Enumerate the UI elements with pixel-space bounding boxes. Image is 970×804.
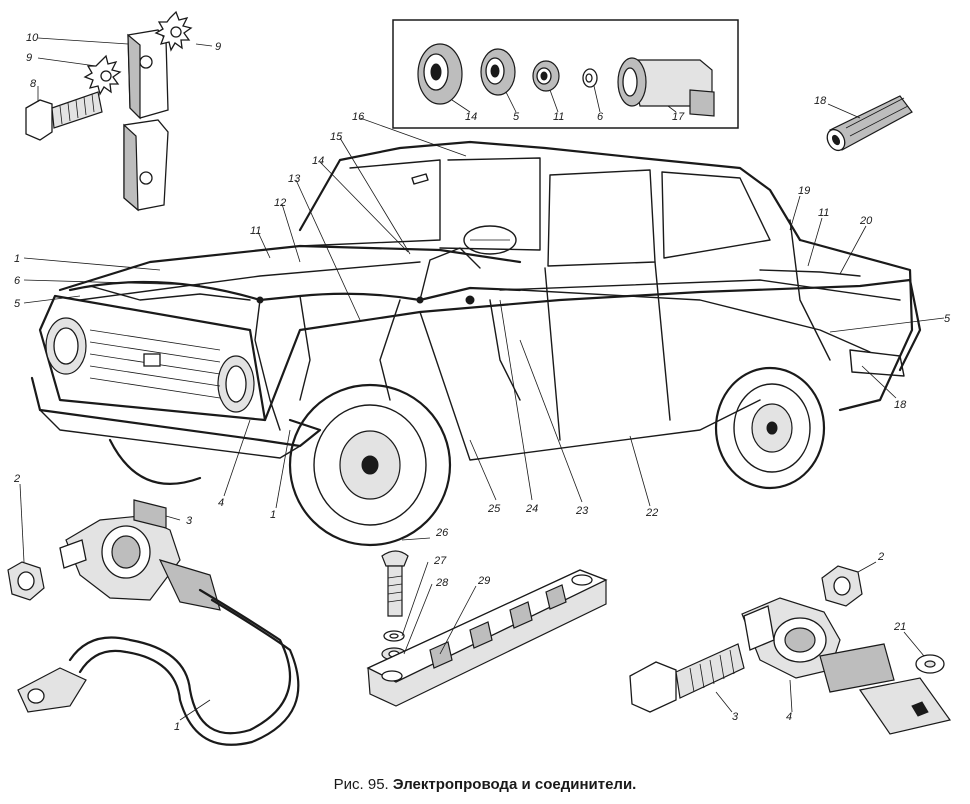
callout-14-box: 14: [465, 111, 477, 123]
callout-3-right: 3: [732, 711, 739, 723]
callout-27: 27: [433, 555, 447, 567]
callout-2-right: 2: [877, 551, 884, 563]
callout-13: 13: [288, 173, 301, 185]
callout-20: 20: [859, 215, 873, 227]
callout-4-car: 4: [218, 497, 224, 509]
battery-cable-assembly: [7, 483, 300, 746]
figure-title: Электропровода и соединители.: [392, 776, 637, 793]
callout-18-top: 18: [814, 95, 827, 107]
callout-16: 16: [352, 111, 365, 123]
callout-1-top: 1: [14, 253, 20, 265]
callout-21: 21: [893, 621, 906, 633]
callout-25: 25: [487, 503, 501, 515]
callout-1-cable: 1: [174, 721, 180, 733]
callout-6-box: 6: [597, 111, 604, 123]
callout-18-right: 18: [894, 399, 907, 411]
car-leader-lines: [23, 117, 945, 509]
callout-11-left: 11: [250, 225, 261, 237]
figure-caption: Рис. 95. Электропровода и соединители.: [0, 776, 970, 793]
grommets-panel: [392, 19, 739, 129]
callout-4-right: 4: [786, 711, 792, 723]
callout-5-box: 5: [513, 111, 520, 123]
callout-28: 28: [435, 577, 449, 589]
figure-number: Рис. 95.: [333, 776, 389, 793]
callout-15: 15: [330, 131, 343, 143]
callout-1-car: 1: [270, 509, 276, 521]
callout-22: 22: [645, 507, 658, 519]
callout-10: 10: [26, 32, 39, 44]
protective-sleeve: [826, 95, 913, 152]
callout-5-right: 5: [944, 313, 951, 325]
callout-9-left: 9: [26, 52, 32, 64]
callout-24: 24: [525, 503, 538, 515]
callout-2-left: 2: [13, 473, 20, 485]
wiring-harness: [68, 219, 871, 431]
callout-12: 12: [274, 197, 286, 209]
callout-19: 19: [798, 185, 810, 197]
terminal-block-assembly: [366, 537, 608, 707]
car-body: [30, 140, 922, 547]
callout-14: 14: [312, 155, 324, 167]
callout-23: 23: [575, 505, 589, 517]
callout-6-top: 6: [14, 275, 21, 287]
terminal-connector-assembly: [25, 10, 213, 212]
callout-11-box: 11: [553, 111, 564, 123]
clamp-assembly: [629, 561, 952, 735]
callout-5-left: 5: [14, 298, 21, 310]
callout-3-left: 3: [186, 515, 193, 527]
callout-9-right: 9: [215, 41, 221, 53]
callout-29: 29: [477, 575, 490, 587]
callout-26: 26: [435, 527, 449, 539]
callout-8: 8: [30, 78, 37, 90]
callout-17-box: 17: [672, 111, 685, 123]
callout-11-right: 11: [818, 207, 829, 219]
